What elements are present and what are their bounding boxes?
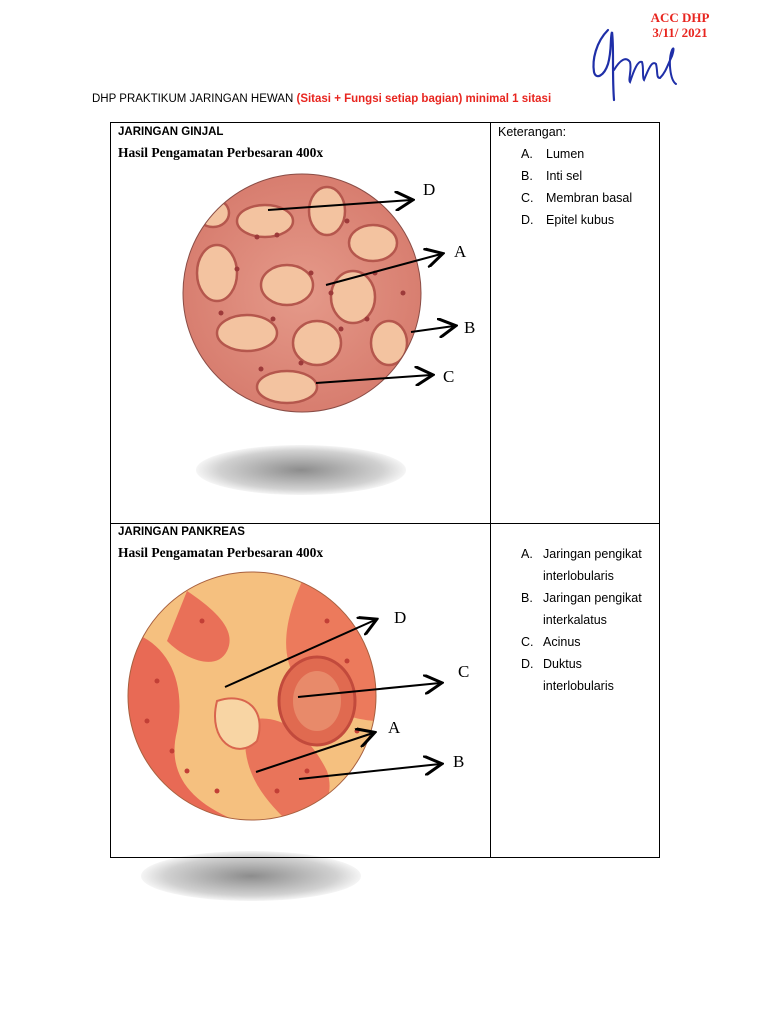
kidney-micrograph: [182, 173, 422, 413]
kidney-arrow-c: [315, 375, 431, 383]
legend-item: D.Epitel kubus: [521, 213, 615, 227]
legend-item: A.Lumen: [521, 147, 585, 161]
approval-stamp-line-1: ACC DHP: [650, 10, 710, 25]
kidney-annotation-arrows: [267, 123, 490, 523]
kidney-label-a: A: [454, 242, 467, 261]
pancreas-section-subtitle: Hasil Pengamatan Perbesaran 400x: [118, 545, 324, 560]
approval-stamp: ACC DHP 3/11/ 2021: [630, 10, 730, 40]
kidney-section-subtitle: Hasil Pengamatan Perbesaran 400x: [118, 145, 324, 160]
legend-item: C.Membran basal: [521, 191, 633, 205]
kidney-label-d: D: [423, 180, 436, 199]
legend-item: B.Inti sel: [521, 169, 583, 183]
handwritten-signature: [592, 28, 677, 102]
document-title-prefix: DHP PRAKTIKUM JARINGAN HEWAN: [92, 93, 294, 105]
kidney-arrow-b: [410, 326, 454, 332]
kidney-label-c: C: [443, 367, 455, 386]
pancreas-annotation-arrows: [224, 523, 490, 780]
kidney-image-shadow: [196, 445, 406, 495]
pancreas-micrograph: [127, 571, 377, 821]
pancreas-section-title: JARINGAN PANKREAS: [118, 526, 245, 538]
kidney-legend: A.Lumen B.Inti sel C.Membran basal D.Epi…: [521, 143, 632, 231]
pancreas-arrow-b: [298, 764, 440, 780]
kidney-section-title: JARINGAN GINJAL: [118, 126, 224, 138]
legend-item: C.Acinus: [521, 635, 581, 649]
legend-heading: Keterangan:: [498, 125, 567, 139]
kidney-label-b: B: [464, 318, 476, 337]
pancreas-label-d: D: [394, 608, 407, 627]
approval-stamp-date: 3/11/ 2021: [652, 25, 708, 40]
pancreas-image-shadow: [141, 851, 361, 901]
pancreas-arrow-c: [297, 683, 440, 698]
row-divider: [111, 523, 659, 524]
observation-table: JARINGAN GINJAL Hasil Pengamatan Perbesa…: [110, 122, 661, 901]
pancreas-label-a: A: [388, 718, 401, 737]
kidney-arrow-a: [325, 254, 441, 286]
document-title-instruction: (Sitasi + Fungsi setiap bagian) minimal …: [296, 93, 552, 105]
document-title: DHP PRAKTIKUM JARINGAN HEWAN (Sitasi + F…: [92, 93, 551, 105]
pancreas-arrow-d: [224, 620, 375, 688]
pancreas-label-b: B: [453, 752, 465, 771]
column-divider: [490, 123, 491, 857]
pancreas-arrow-a: [255, 733, 373, 773]
pancreas-label-c: C: [458, 662, 470, 681]
kidney-arrow-d: [267, 200, 411, 210]
